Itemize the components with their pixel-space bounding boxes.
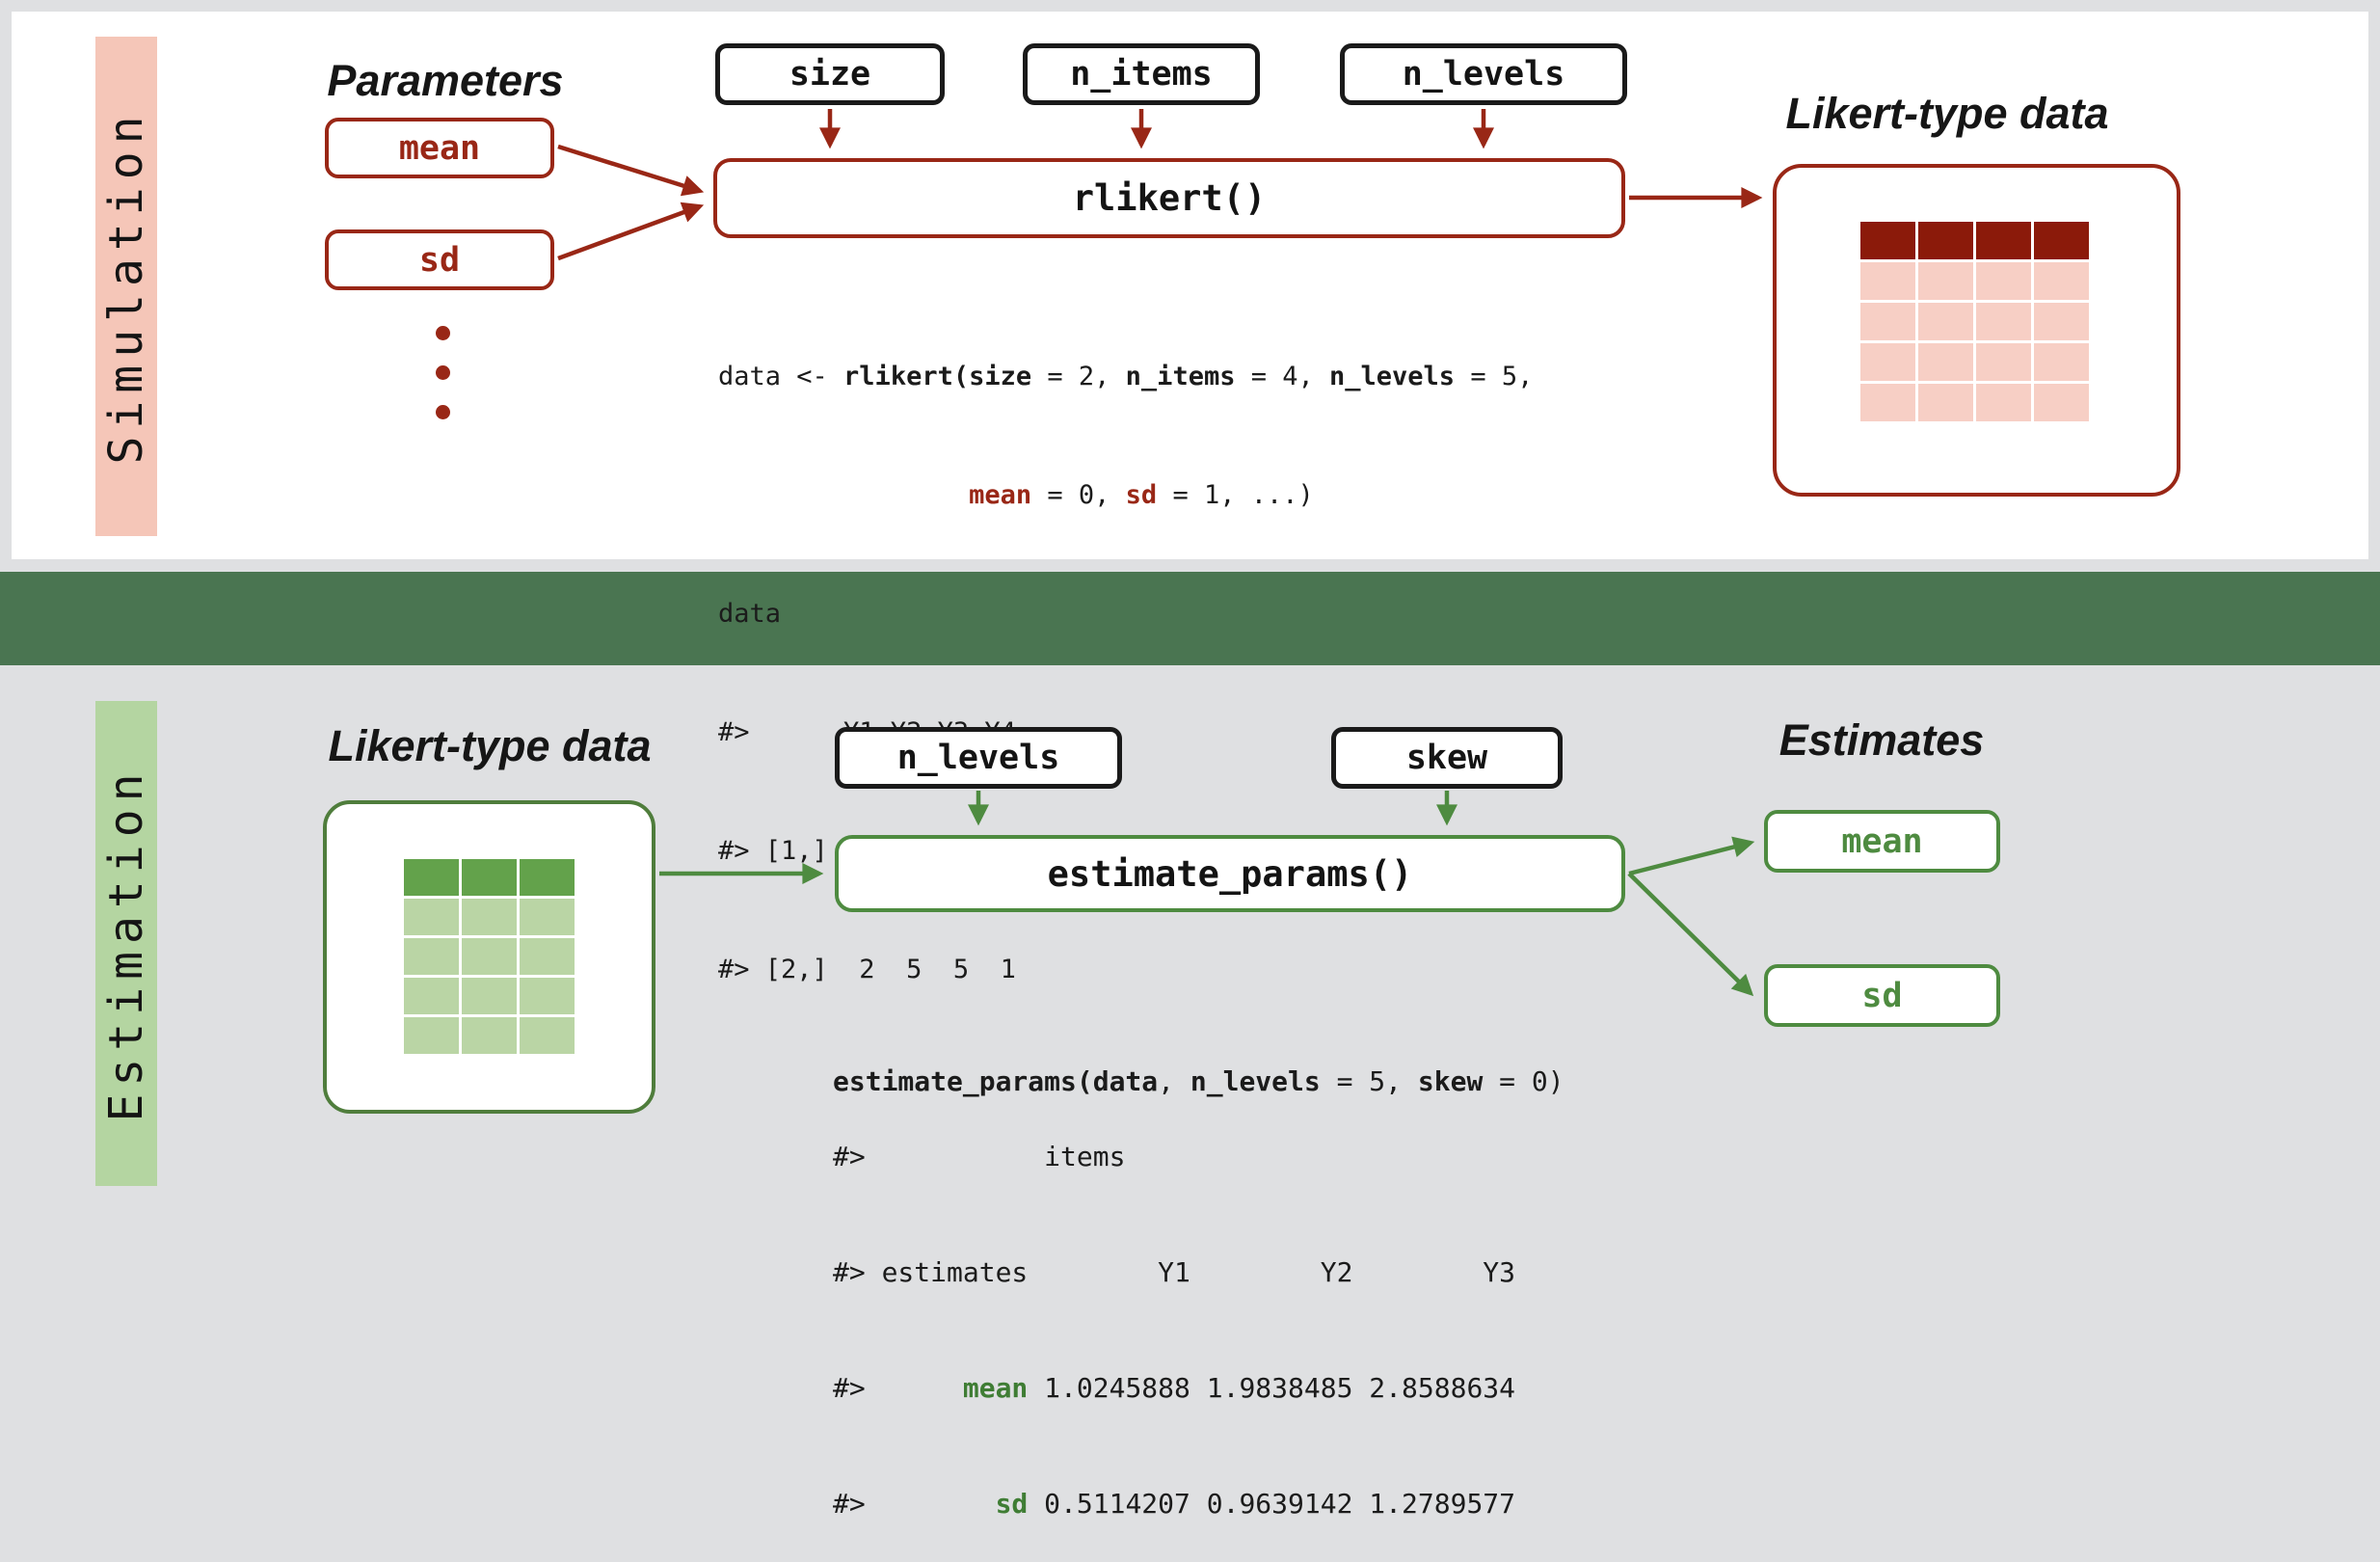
input-box-size: size <box>715 43 945 105</box>
input-box-n-items: n_items <box>1023 43 1260 105</box>
table-header-cell <box>2034 222 2089 259</box>
code-line: estimate_params(data, n_levels = 5, skew… <box>833 1065 1564 1097</box>
table-header-cell <box>404 859 459 896</box>
table-header-cell <box>1918 222 1973 259</box>
estimate-box-mean: mean <box>1764 810 2000 873</box>
table-header-cell <box>1860 222 1915 259</box>
ellipsis-dot <box>436 365 450 380</box>
table-cell <box>462 978 517 1014</box>
simulation-section-label: Simulation <box>99 108 153 465</box>
table-cell <box>462 1017 517 1054</box>
table-cell <box>404 978 459 1014</box>
table-cell <box>462 938 517 975</box>
likert-table-red <box>1860 222 2089 421</box>
input-box-skew: skew <box>1331 727 1563 789</box>
code-line: data <- rlikert(size = 2, n_items = 4, n… <box>718 362 1534 391</box>
param-box-sd: sd <box>325 229 554 290</box>
code-line: #> sd 0.5114207 0.9639142 1.2789577 <box>833 1488 1516 1520</box>
rlikert-function-label: rlikert() <box>1072 177 1267 219</box>
input-box-n-levels: n_levels <box>1340 43 1627 105</box>
table-cell <box>2034 303 2089 340</box>
estimate-box-sd: sd <box>1764 964 2000 1027</box>
input-box-skew-label: skew <box>1405 739 1488 777</box>
table-cell <box>1976 303 2031 340</box>
estimate-box-sd-label: sd <box>1861 976 1903 1015</box>
table-cell <box>1918 303 1973 340</box>
estimation-output-code: #> items #> estimates Y1 Y2 Y3 #> mean 1… <box>833 1061 1515 1562</box>
table-cell <box>1976 384 2031 421</box>
code-line: #> mean 1.0245888 1.9838485 2.8588634 <box>833 1372 1516 1404</box>
table-cell <box>1976 262 2031 300</box>
table-cell <box>2034 384 2089 421</box>
arrow-estimate-to-sd <box>1627 872 1754 997</box>
table-cell <box>520 899 575 935</box>
input-box-n-levels-estimation: n_levels <box>835 727 1122 789</box>
simulation-code: data <- rlikert(size = 2, n_items = 4, n… <box>718 278 1533 1029</box>
parameters-title: Parameters <box>327 56 564 105</box>
param-box-sd-label: sd <box>418 240 461 280</box>
table-cell <box>462 899 517 935</box>
code-line: data <box>718 599 782 629</box>
table-cell <box>520 978 575 1014</box>
arrow-estimate-to-mean <box>1628 836 1755 876</box>
table-cell <box>2034 343 2089 381</box>
code-line: mean = 0, sd = 1, ...) <box>969 480 1314 510</box>
input-box-size-label: size <box>789 55 871 94</box>
table-cell <box>1860 262 1915 300</box>
code-line: #> items <box>833 1141 1126 1172</box>
input-box-n-items-label: n_items <box>1070 55 1213 94</box>
table-cell <box>2034 262 2089 300</box>
table-cell <box>1860 343 1915 381</box>
estimates-title: Estimates <box>1778 715 1985 765</box>
table-cell <box>1860 384 1915 421</box>
code-line: #> [2,] 2 5 5 1 <box>718 955 1016 984</box>
table-cell <box>1918 262 1973 300</box>
ellipsis-dot <box>436 326 450 340</box>
table-cell <box>1860 303 1915 340</box>
likert-data-title-simulation: Likert-type data <box>1785 89 2109 138</box>
estimation-call-code: estimate_params(data, n_levels = 5, skew… <box>833 985 1564 1140</box>
ellipsis-dot <box>436 405 450 419</box>
estimate-params-function-box: estimate_params() <box>835 835 1625 912</box>
estimate-box-mean-label: mean <box>1841 821 1923 861</box>
input-box-n-levels-estimation-label: n_levels <box>896 739 1060 777</box>
table-cell <box>1918 384 1973 421</box>
param-box-mean: mean <box>325 118 554 178</box>
estimation-section-bar: Estimation <box>95 701 157 1186</box>
table-cell <box>404 1017 459 1054</box>
code-line: #> estimates Y1 Y2 Y3 <box>833 1256 1516 1288</box>
table-header-cell <box>520 859 575 896</box>
likert-data-title-estimation: Likert-type data <box>328 721 652 770</box>
simulation-section-bar: Simulation <box>95 37 157 536</box>
input-box-n-levels-label: n_levels <box>1402 55 1565 94</box>
table-cell <box>404 938 459 975</box>
table-header-cell <box>1976 222 2031 259</box>
estimate-params-function-label: estimate_params() <box>1047 852 1413 895</box>
likert-table-green <box>404 859 575 1054</box>
table-cell <box>1976 343 2031 381</box>
section-divider-band <box>0 572 2380 665</box>
table-cell <box>404 899 459 935</box>
param-box-mean-label: mean <box>398 128 481 168</box>
rlikert-function-box: rlikert() <box>713 158 1625 238</box>
table-cell <box>520 1017 575 1054</box>
table-cell <box>1918 343 1973 381</box>
table-cell <box>520 938 575 975</box>
table-header-cell <box>462 859 517 896</box>
estimation-section-label: Estimation <box>99 766 153 1121</box>
